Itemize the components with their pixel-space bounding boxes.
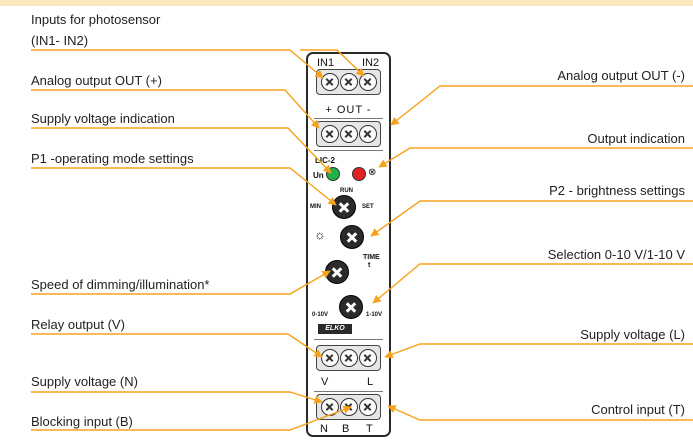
term-b-label: B: [342, 423, 350, 435]
label-speed-dimming: Speed of dimming/illumination*: [31, 277, 210, 292]
in1-label: IN1: [317, 57, 335, 69]
leader-line: [378, 147, 693, 168]
term-l-label: L: [367, 376, 374, 388]
range-010-label: 0-10V: [312, 312, 329, 318]
model-label: LIC-2: [315, 156, 335, 165]
label-p2-brightness: P2 - brightness settings: [549, 183, 685, 198]
screw-terminal-out-mid[interactable]: [340, 125, 358, 143]
top-band: [0, 0, 693, 6]
screw-terminal-v[interactable]: [321, 349, 339, 367]
leader-line: [31, 127, 332, 174]
leader-line: [31, 270, 331, 295]
label-inputs-photosensor: Inputs for photosensor: [31, 12, 161, 27]
terminal-row-output: [316, 121, 381, 147]
screw-terminal-t[interactable]: [359, 398, 377, 416]
term-v-label: V: [321, 376, 329, 388]
label-supply-indication: Supply voltage indication: [31, 111, 175, 126]
p2-brightness-knob[interactable]: [340, 225, 364, 249]
leader-line: [31, 167, 337, 206]
label-control-input: Control input (T): [591, 402, 685, 417]
label-selection-voltage: Selection 0-10 V/1-10 V: [547, 247, 685, 262]
relay-module: IN1 IN2 + OUT - LIC-2 Un ⊗ RUN MIN SET ☼…: [306, 52, 391, 437]
range-110-label: 1-10V: [366, 312, 383, 318]
label-analog-out-plus: Analog output OUT (+): [31, 73, 162, 88]
divider: [314, 391, 383, 392]
lamp-icon: ⊗: [368, 167, 377, 178]
screw-terminal-common[interactable]: [340, 73, 358, 91]
leader-line: [384, 343, 693, 359]
term-n-label: N: [320, 423, 328, 435]
leader-line: [370, 200, 693, 237]
label-supply-l: Supply voltage (L): [580, 327, 685, 342]
leader-line: [31, 89, 320, 129]
label-blocking-input: Blocking input (B): [31, 414, 133, 429]
leader-line: [390, 85, 693, 126]
output-led: [352, 167, 366, 181]
label-inputs-photosensor-sub: (IN1- IN2): [31, 33, 89, 48]
label-relay-output: Relay output (V): [31, 317, 125, 332]
sun-icon: ☼: [314, 227, 326, 242]
screw-terminal-out-minus[interactable]: [359, 125, 377, 143]
screw-terminal-in1[interactable]: [321, 73, 339, 91]
divider: [314, 118, 383, 119]
label-output-indication: Output indication: [587, 131, 685, 146]
leader-line: [300, 49, 365, 77]
screw-terminal-out-plus[interactable]: [321, 125, 339, 143]
voltage-selector-knob[interactable]: [339, 295, 363, 319]
time-label: TIME: [363, 254, 380, 261]
terminal-row-power: [316, 345, 381, 371]
in2-label: IN2: [362, 57, 380, 69]
un-label: Un: [313, 171, 324, 180]
label-p1-mode: P1 -operating mode settings: [31, 151, 194, 166]
out-header: + OUT -: [325, 104, 372, 116]
leader-line: [387, 405, 693, 421]
leader-line: [31, 333, 323, 358]
elko-logo: ELKO: [318, 324, 352, 334]
label-supply-n: Supply voltage (N): [31, 374, 138, 389]
label-analog-out-minus: Analog output OUT (-): [557, 68, 685, 83]
leader-line: [31, 49, 324, 79]
terminal-row-inputs: [316, 69, 381, 95]
divider: [314, 339, 383, 340]
screw-terminal-in2[interactable]: [359, 73, 377, 91]
run-label: RUN: [340, 188, 353, 194]
leader-line: [372, 263, 693, 304]
leader-line: [31, 391, 323, 404]
screw-terminal-l[interactable]: [359, 349, 377, 367]
term-t-label: T: [366, 423, 373, 435]
screw-terminal-power-mid[interactable]: [340, 349, 358, 367]
set-label: SET: [362, 204, 374, 210]
divider: [314, 150, 383, 151]
leader-line: [31, 405, 352, 431]
min-label: MIN: [310, 204, 321, 210]
time-t-label: t: [368, 262, 371, 269]
